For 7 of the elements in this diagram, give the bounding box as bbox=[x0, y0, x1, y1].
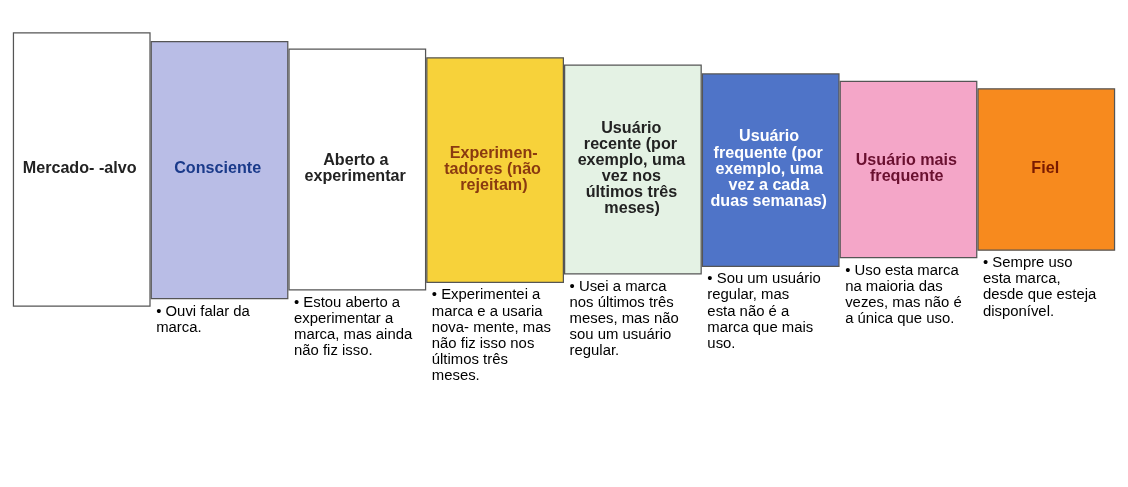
node-label: • Uso esta marca na maioria das vezes, mas não é a única que uso. bbox=[845, 261, 962, 326]
node-label: • Estou aberto a experimentar a marca, mas ainda não fiz isso. bbox=[294, 293, 413, 358]
node-label: • Experimentei a marca e a usaria nova- mente, mas não fiz isso nos últimos três meses. bbox=[431, 285, 551, 383]
node-label: • Sou um usuário regular, mas esta não é a marca que mais uso. bbox=[707, 269, 821, 351]
node-label: • Usei a marca nos últimos três meses, mas não sou um usuário regular. bbox=[569, 277, 679, 358]
node-label: • Sempre uso esta marca, desde que esteja disponível. bbox=[982, 253, 1097, 318]
node-label: • Ouvi falar da marca. bbox=[156, 302, 250, 335]
